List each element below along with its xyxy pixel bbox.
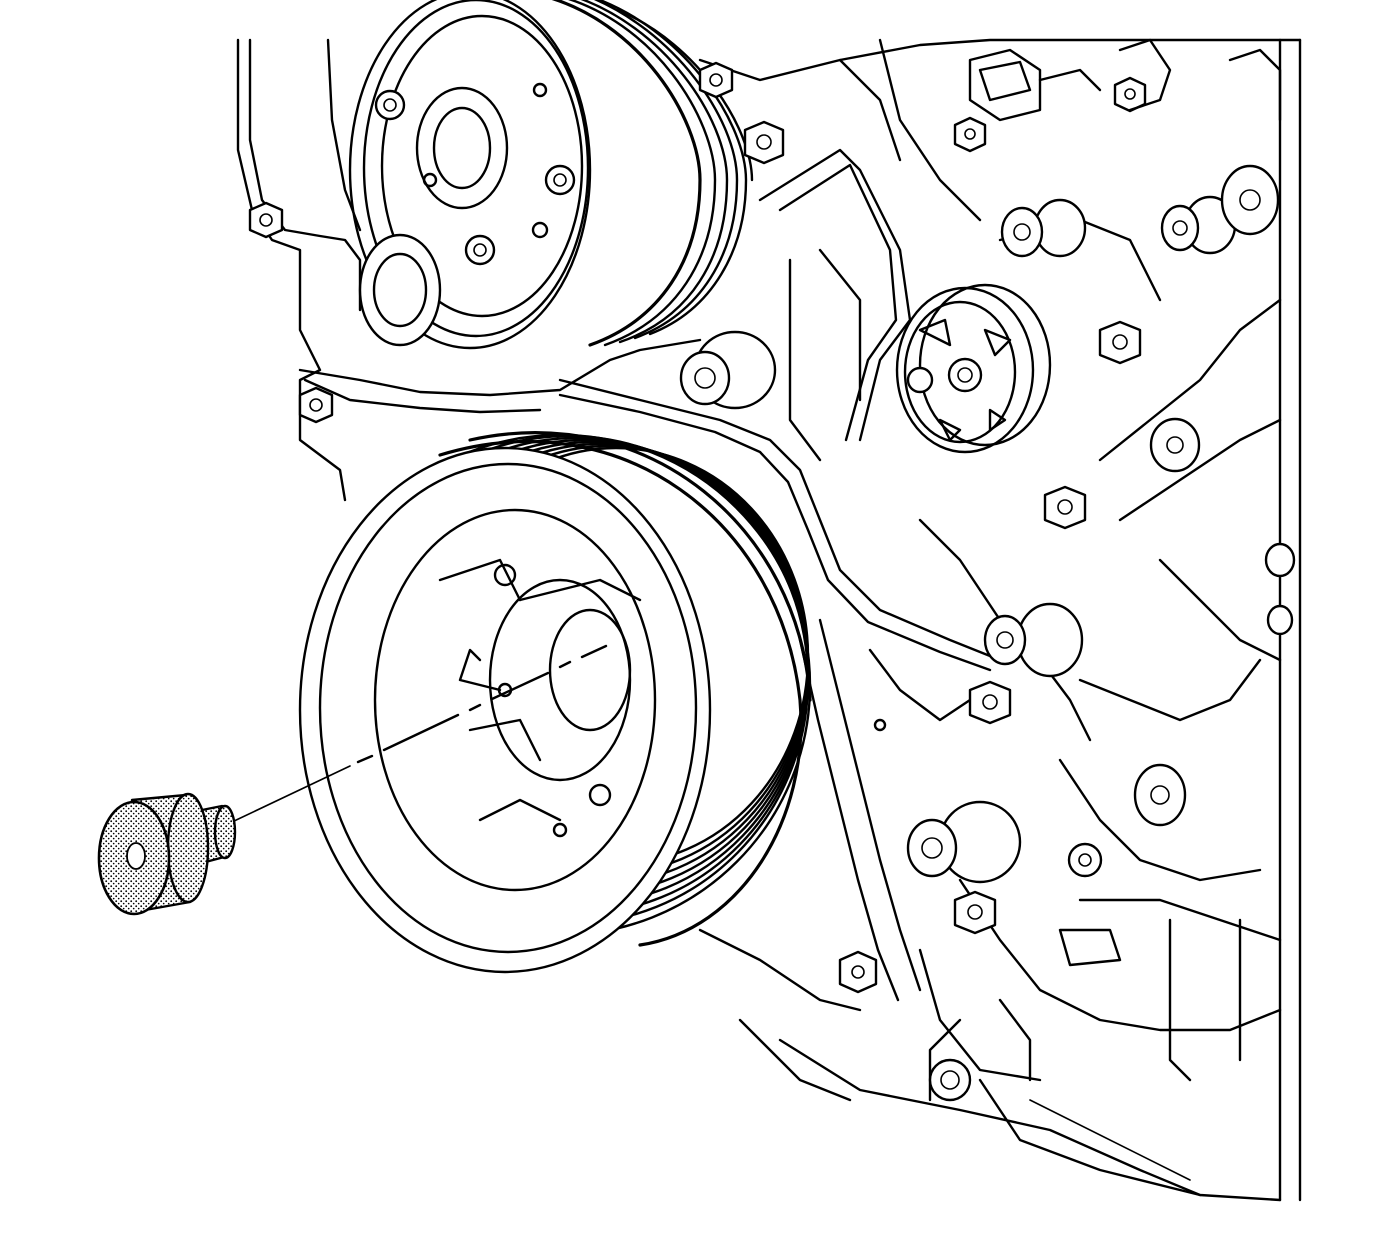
boss xyxy=(906,800,1022,884)
bolt xyxy=(953,116,987,153)
crankshaft-balancer-pulley xyxy=(298,431,812,974)
sensor-connector xyxy=(968,38,1282,122)
idler-pulley xyxy=(895,283,1052,454)
water-pump-pulley xyxy=(348,0,754,350)
mounting-bosses xyxy=(358,164,1296,1102)
bolt xyxy=(1098,320,1142,365)
bolt xyxy=(953,890,997,935)
boss xyxy=(358,233,442,347)
dash-dot-installation-line xyxy=(231,644,608,823)
engine-front-cover xyxy=(236,38,1302,1202)
bolt xyxy=(698,61,734,99)
bolt xyxy=(743,120,785,165)
boss xyxy=(679,330,777,410)
boss xyxy=(1220,164,1280,236)
boss xyxy=(1133,763,1187,827)
boss xyxy=(1000,198,1087,258)
bolts xyxy=(248,61,1147,994)
boss xyxy=(983,602,1084,678)
boss xyxy=(928,1058,972,1102)
boss xyxy=(1067,842,1103,878)
bolt xyxy=(298,386,334,424)
bolt xyxy=(968,680,1012,725)
boss xyxy=(1266,604,1294,636)
balancer-bolt-hole-plug xyxy=(97,792,237,916)
boss xyxy=(1149,417,1201,473)
boss xyxy=(1264,542,1296,578)
bolt xyxy=(1043,485,1087,530)
bolt xyxy=(248,201,284,239)
bolt xyxy=(838,950,878,994)
